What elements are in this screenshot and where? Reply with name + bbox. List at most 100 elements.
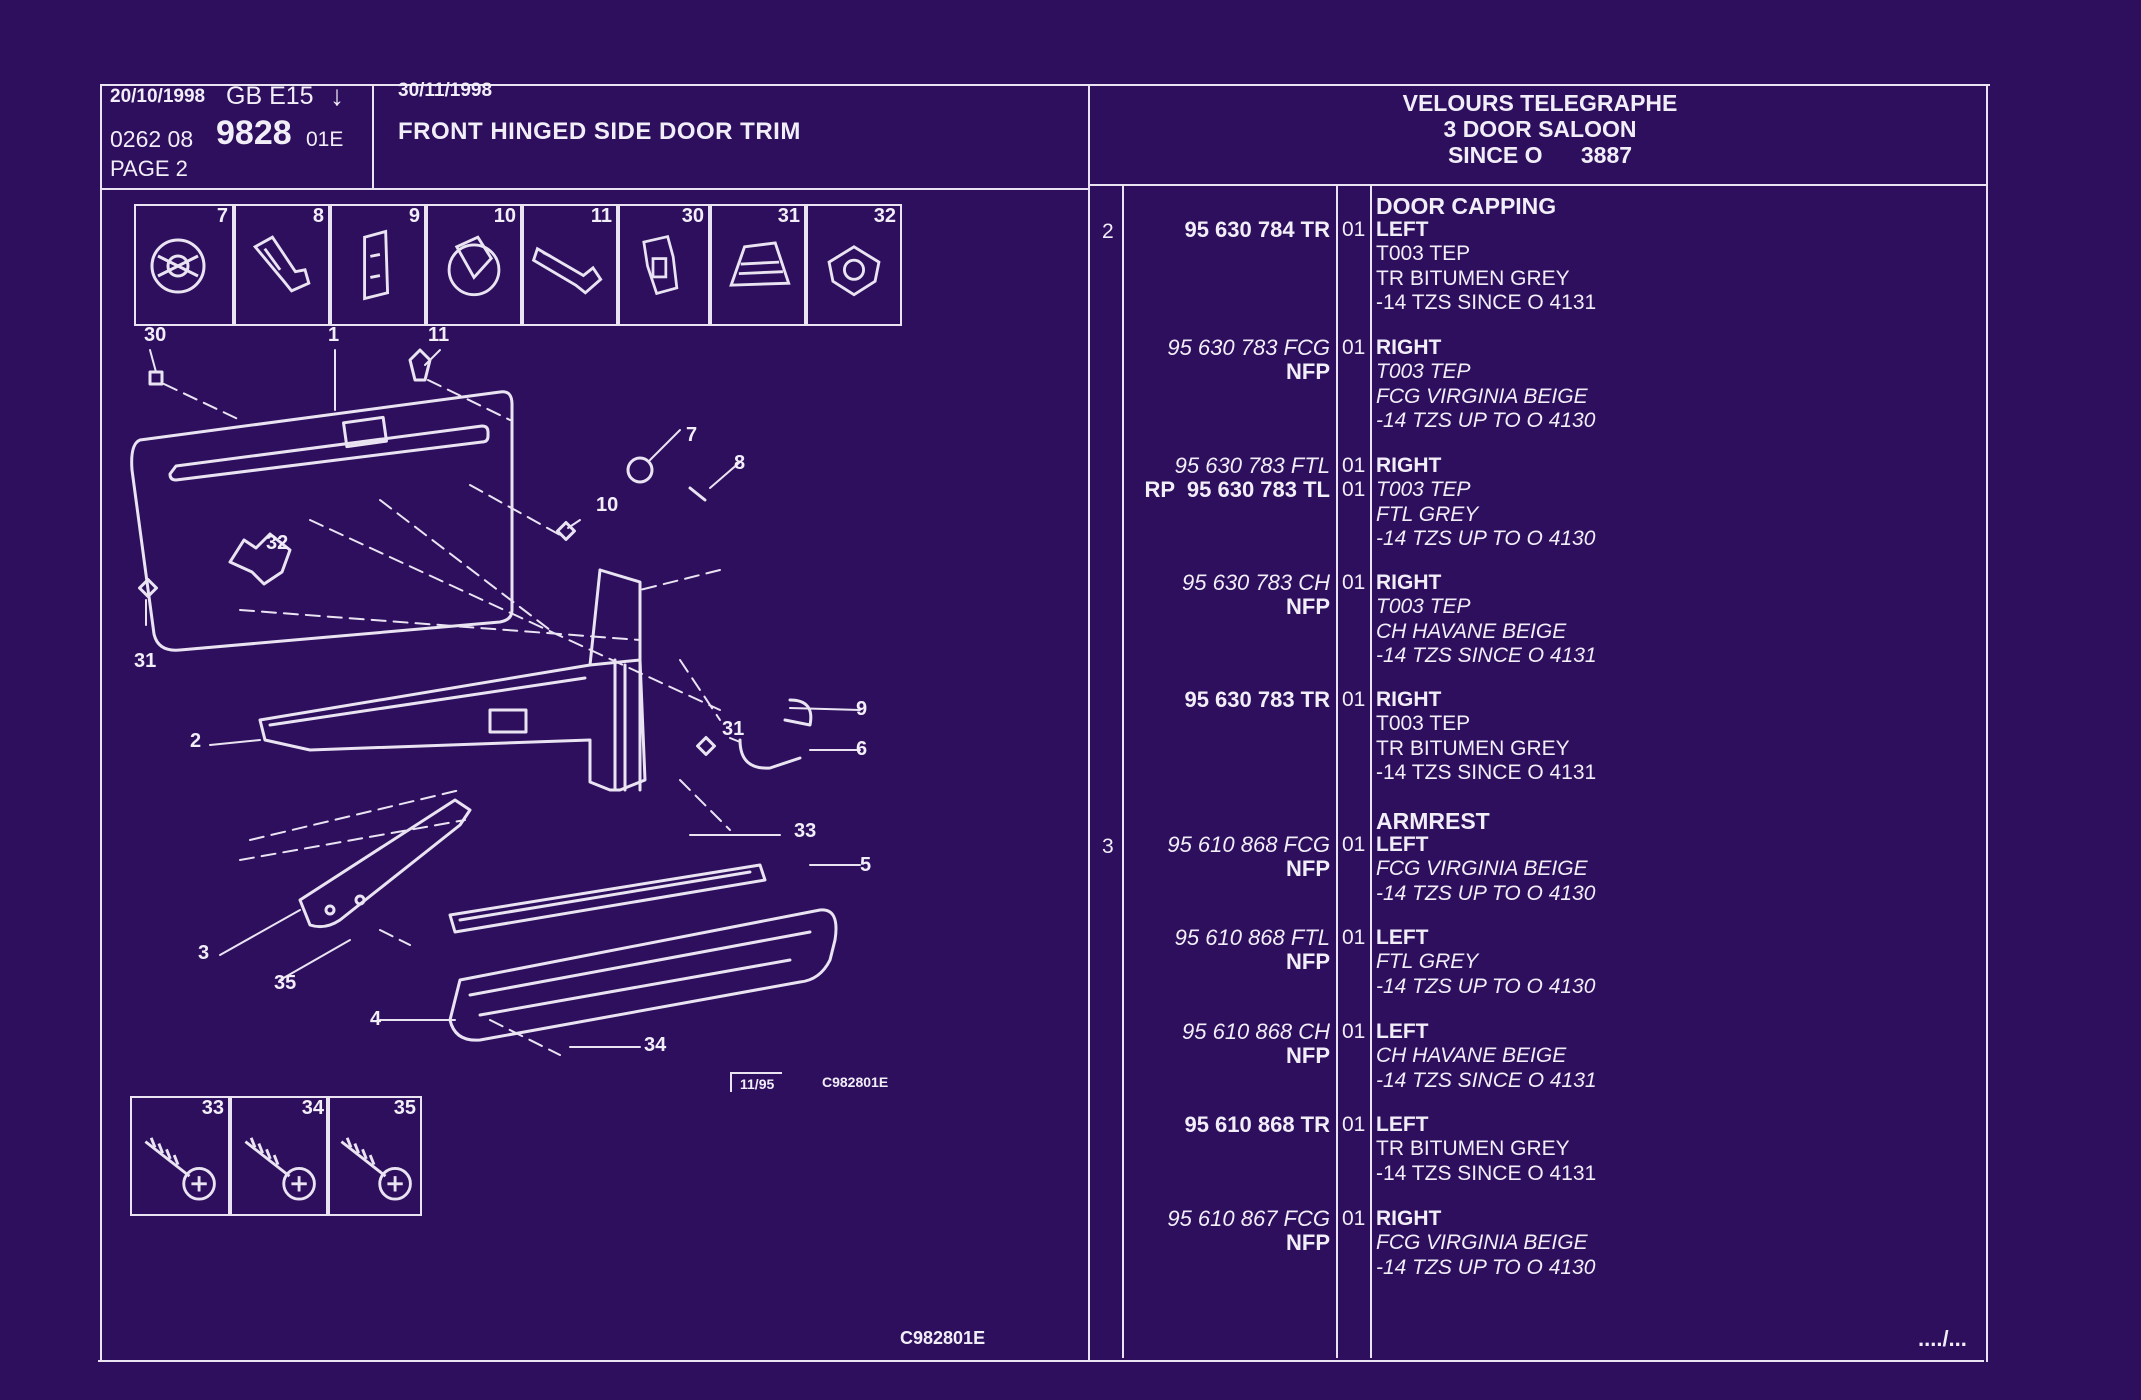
description-line: T003 TEP: [1376, 478, 1471, 502]
icon-number: 11: [590, 205, 612, 227]
icon-number: 8: [312, 205, 324, 227]
icon-number: 35: [393, 1097, 416, 1119]
side-label: LEFT: [1376, 926, 1429, 949]
door-capping-part: [258, 568, 647, 792]
icon-number: 7: [216, 205, 228, 227]
description-line: -14 TZS UP TO O 4130: [1376, 408, 1596, 432]
part-reference-note: NFP: [1286, 856, 1330, 882]
description-line: TR BITUMEN GREY: [1376, 1137, 1570, 1161]
stamp-date: 11/95: [730, 1072, 783, 1092]
washer-clip-icon: [150, 238, 206, 294]
part-reference: 95 610 867 FCG: [1167, 1206, 1330, 1231]
model-header: VELOURS TELEGRAPHE 3 DOOR SALOON SINCE O…: [1300, 90, 1780, 168]
callout-33: 33: [794, 820, 817, 842]
small-fasteners: [138, 348, 813, 770]
description-line: FTL GREY: [1376, 502, 1479, 526]
part-reference: 95 630 783 FCG: [1167, 335, 1330, 360]
callout-35: 35: [274, 972, 297, 994]
part-reference: 95 630 783 FTL: [1174, 453, 1330, 478]
screw-icon: [340, 1137, 412, 1201]
quantity: 01: [1342, 1207, 1366, 1230]
part-icon-31: 31: [710, 204, 806, 326]
stamp-code: C982801E: [822, 1074, 889, 1090]
callout-6: 6: [856, 738, 868, 760]
description-line: -14 TZS UP TO O 4130: [1376, 1255, 1596, 1279]
exploded-diagram: [130, 348, 861, 1056]
armrest-body-part: [448, 908, 838, 1042]
item-number: 2: [1102, 220, 1114, 243]
side-label: LEFT: [1376, 833, 1429, 856]
callout-11: 11: [428, 324, 450, 346]
side-label: RIGHT: [1376, 1207, 1442, 1230]
leader-lines: [145, 349, 861, 1048]
armrest-top-part: [448, 863, 767, 934]
side-label: RIGHT: [1376, 688, 1442, 711]
quantity: 01: [1342, 1020, 1366, 1043]
page-title: FRONT HINGED SIDE DOOR TRIM: [398, 118, 801, 145]
description-line: T003 TEP: [1376, 712, 1471, 736]
plug-clip-icon: [531, 246, 603, 295]
side-label: RIGHT: [1376, 336, 1442, 359]
description-line: -14 TZS SINCE O 4131: [1376, 643, 1597, 667]
description-line: -14 TZS SINCE O 4131: [1376, 1068, 1597, 1092]
callout-3: 3: [198, 942, 210, 964]
screw-icon-35: 35: [326, 1096, 422, 1216]
part-icon-11: 11: [522, 204, 618, 326]
model-body: 3 DOOR SALOON: [1443, 116, 1637, 142]
part-icon-9: 9: [330, 204, 426, 326]
part-icon-30: 30: [618, 204, 710, 326]
armrest-support-part: [298, 798, 472, 929]
description-line: FCG VIRGINIA BEIGE: [1376, 384, 1588, 408]
bracket-clip-icon: [363, 229, 390, 301]
icon-number: 30: [681, 205, 704, 227]
retaining-clip-icon: [447, 235, 501, 297]
part-icon-32: 32: [806, 204, 902, 326]
quantity: 01: [1342, 336, 1366, 359]
part-icon-10: 10: [426, 204, 522, 326]
quantity: 01: [1342, 688, 1366, 711]
side-label: LEFT: [1376, 1113, 1429, 1136]
market-code: GB E15: [226, 82, 314, 110]
part-reference-note: NFP: [1286, 949, 1330, 975]
screw-icon-34: 34: [230, 1096, 330, 1216]
callout-5: 5: [860, 854, 872, 876]
fastener-clip-icon: [642, 234, 679, 296]
callout-30: 30: [144, 324, 167, 346]
part-reference: 95 610 868 CH: [1182, 1019, 1330, 1044]
door-panel-part: [130, 390, 514, 652]
description-line: -14 TZS SINCE O 4131: [1376, 760, 1597, 784]
part-reference: 95 630 783 CH: [1182, 570, 1330, 595]
callout-10: 10: [596, 494, 619, 516]
callout-8: 8: [734, 452, 746, 474]
quantity: 01: [1342, 478, 1366, 502]
revision-date: 30/11/1998: [398, 80, 493, 101]
quantity: 01: [1342, 571, 1366, 594]
callout-1: 1: [328, 324, 340, 346]
icon-number: 10: [493, 205, 516, 227]
push-pin-icon: [252, 235, 311, 293]
screw-icon-33: 33: [130, 1096, 230, 1216]
part-reference-note: NFP: [1286, 1043, 1330, 1069]
part-reference-note: NFP: [1286, 1230, 1330, 1256]
ref-main: 9828: [216, 114, 292, 152]
description-line: TR BITUMEN GREY: [1376, 266, 1570, 290]
description-line: FCG VIRGINIA BEIGE: [1376, 857, 1588, 881]
group-title-armrest: ARMREST: [1376, 808, 1490, 834]
spring-clip-icon: [729, 241, 791, 287]
description-line: TR BITUMEN GREY: [1376, 736, 1570, 760]
description-line: FTL GREY: [1376, 950, 1479, 974]
description-line: T003 TEP: [1376, 360, 1471, 384]
callout-32: 32: [266, 532, 289, 554]
quantity: 01: [1342, 926, 1366, 949]
side-label: RIGHT: [1376, 454, 1442, 477]
description-line: -14 TZS UP TO O 4130: [1376, 881, 1596, 905]
assembly-lines: [163, 379, 731, 1056]
icon-number: 33: [201, 1097, 224, 1119]
